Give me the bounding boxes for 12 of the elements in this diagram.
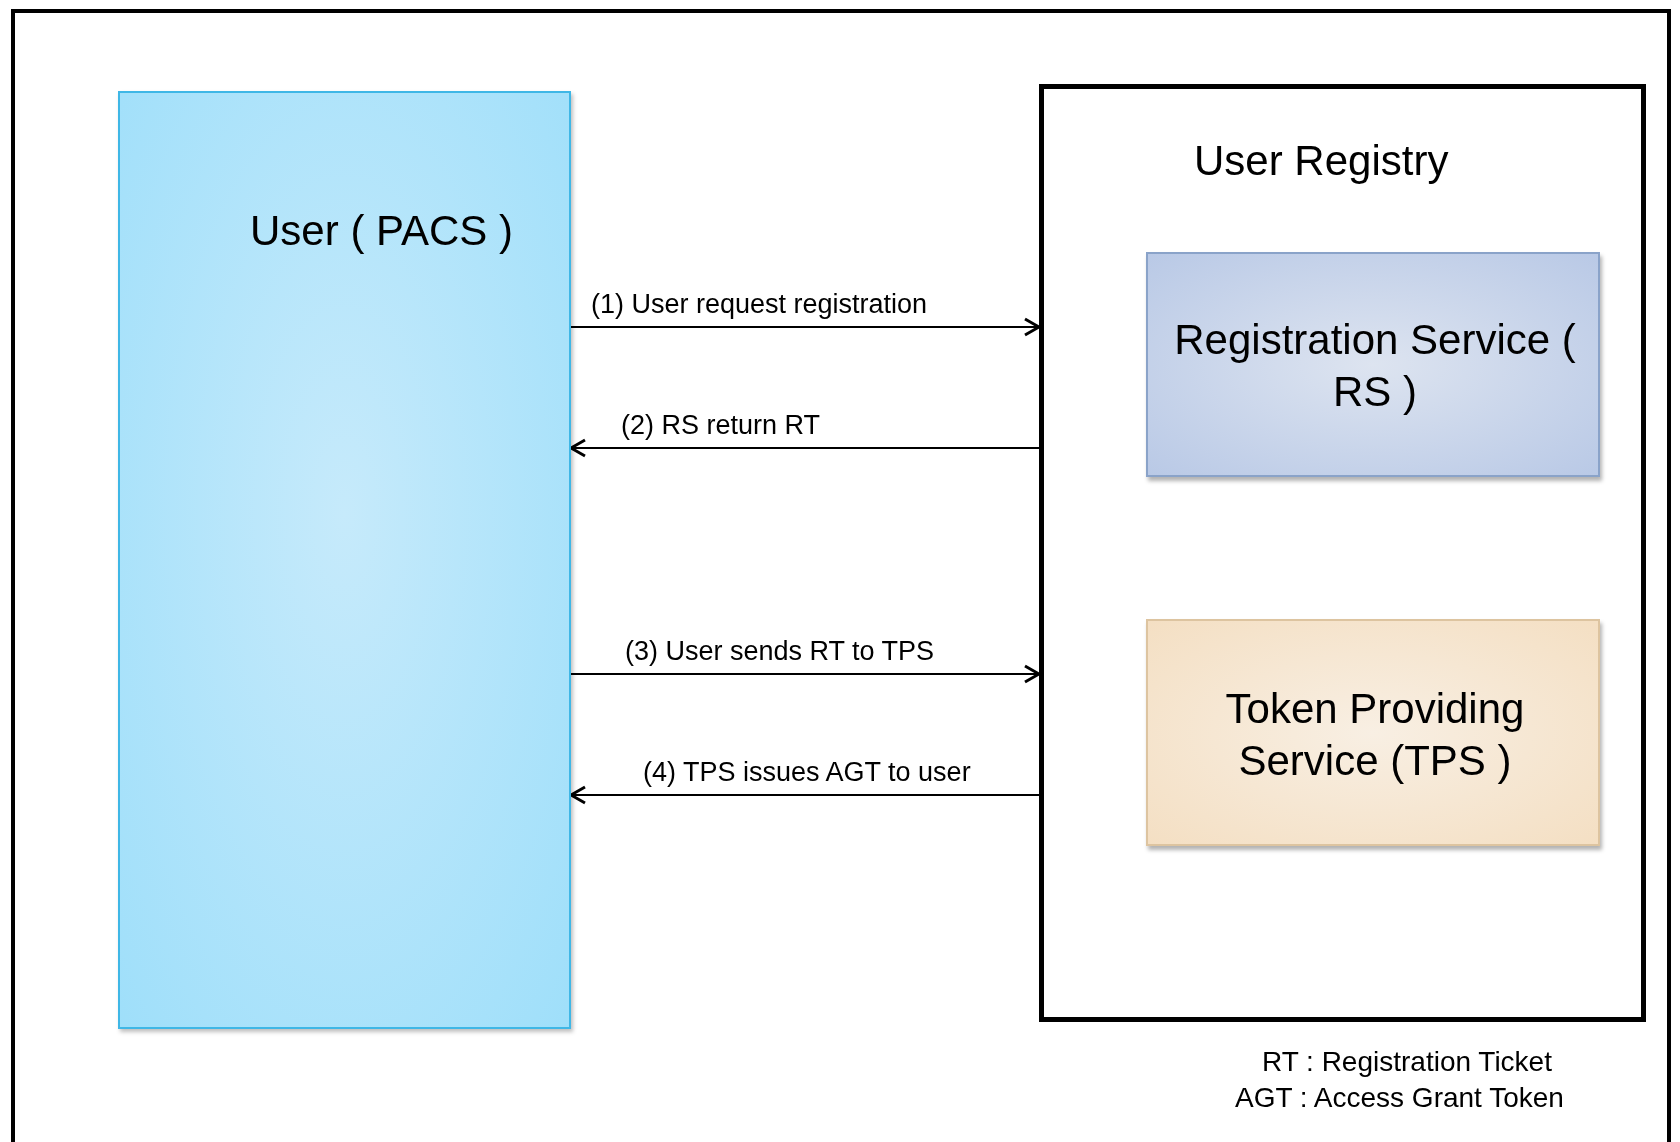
note-text: AGT : Access Grant Token: [1235, 1081, 1564, 1115]
node-label: Token Providing Service (TPS ): [1224, 684, 1526, 786]
node-label: Registration Service ( RS ): [1173, 315, 1577, 417]
node-label: User ( PACS ): [249, 206, 514, 256]
arrow: [570, 664, 1041, 684]
note-text: RT : Registration Ticket: [1262, 1045, 1552, 1079]
container-title: User Registry: [1194, 136, 1450, 186]
arrow: [570, 317, 1041, 337]
participant-box: [118, 91, 571, 1029]
service-box: [1146, 619, 1600, 846]
container-box: [1039, 84, 1646, 1022]
service-box: [1146, 252, 1600, 477]
